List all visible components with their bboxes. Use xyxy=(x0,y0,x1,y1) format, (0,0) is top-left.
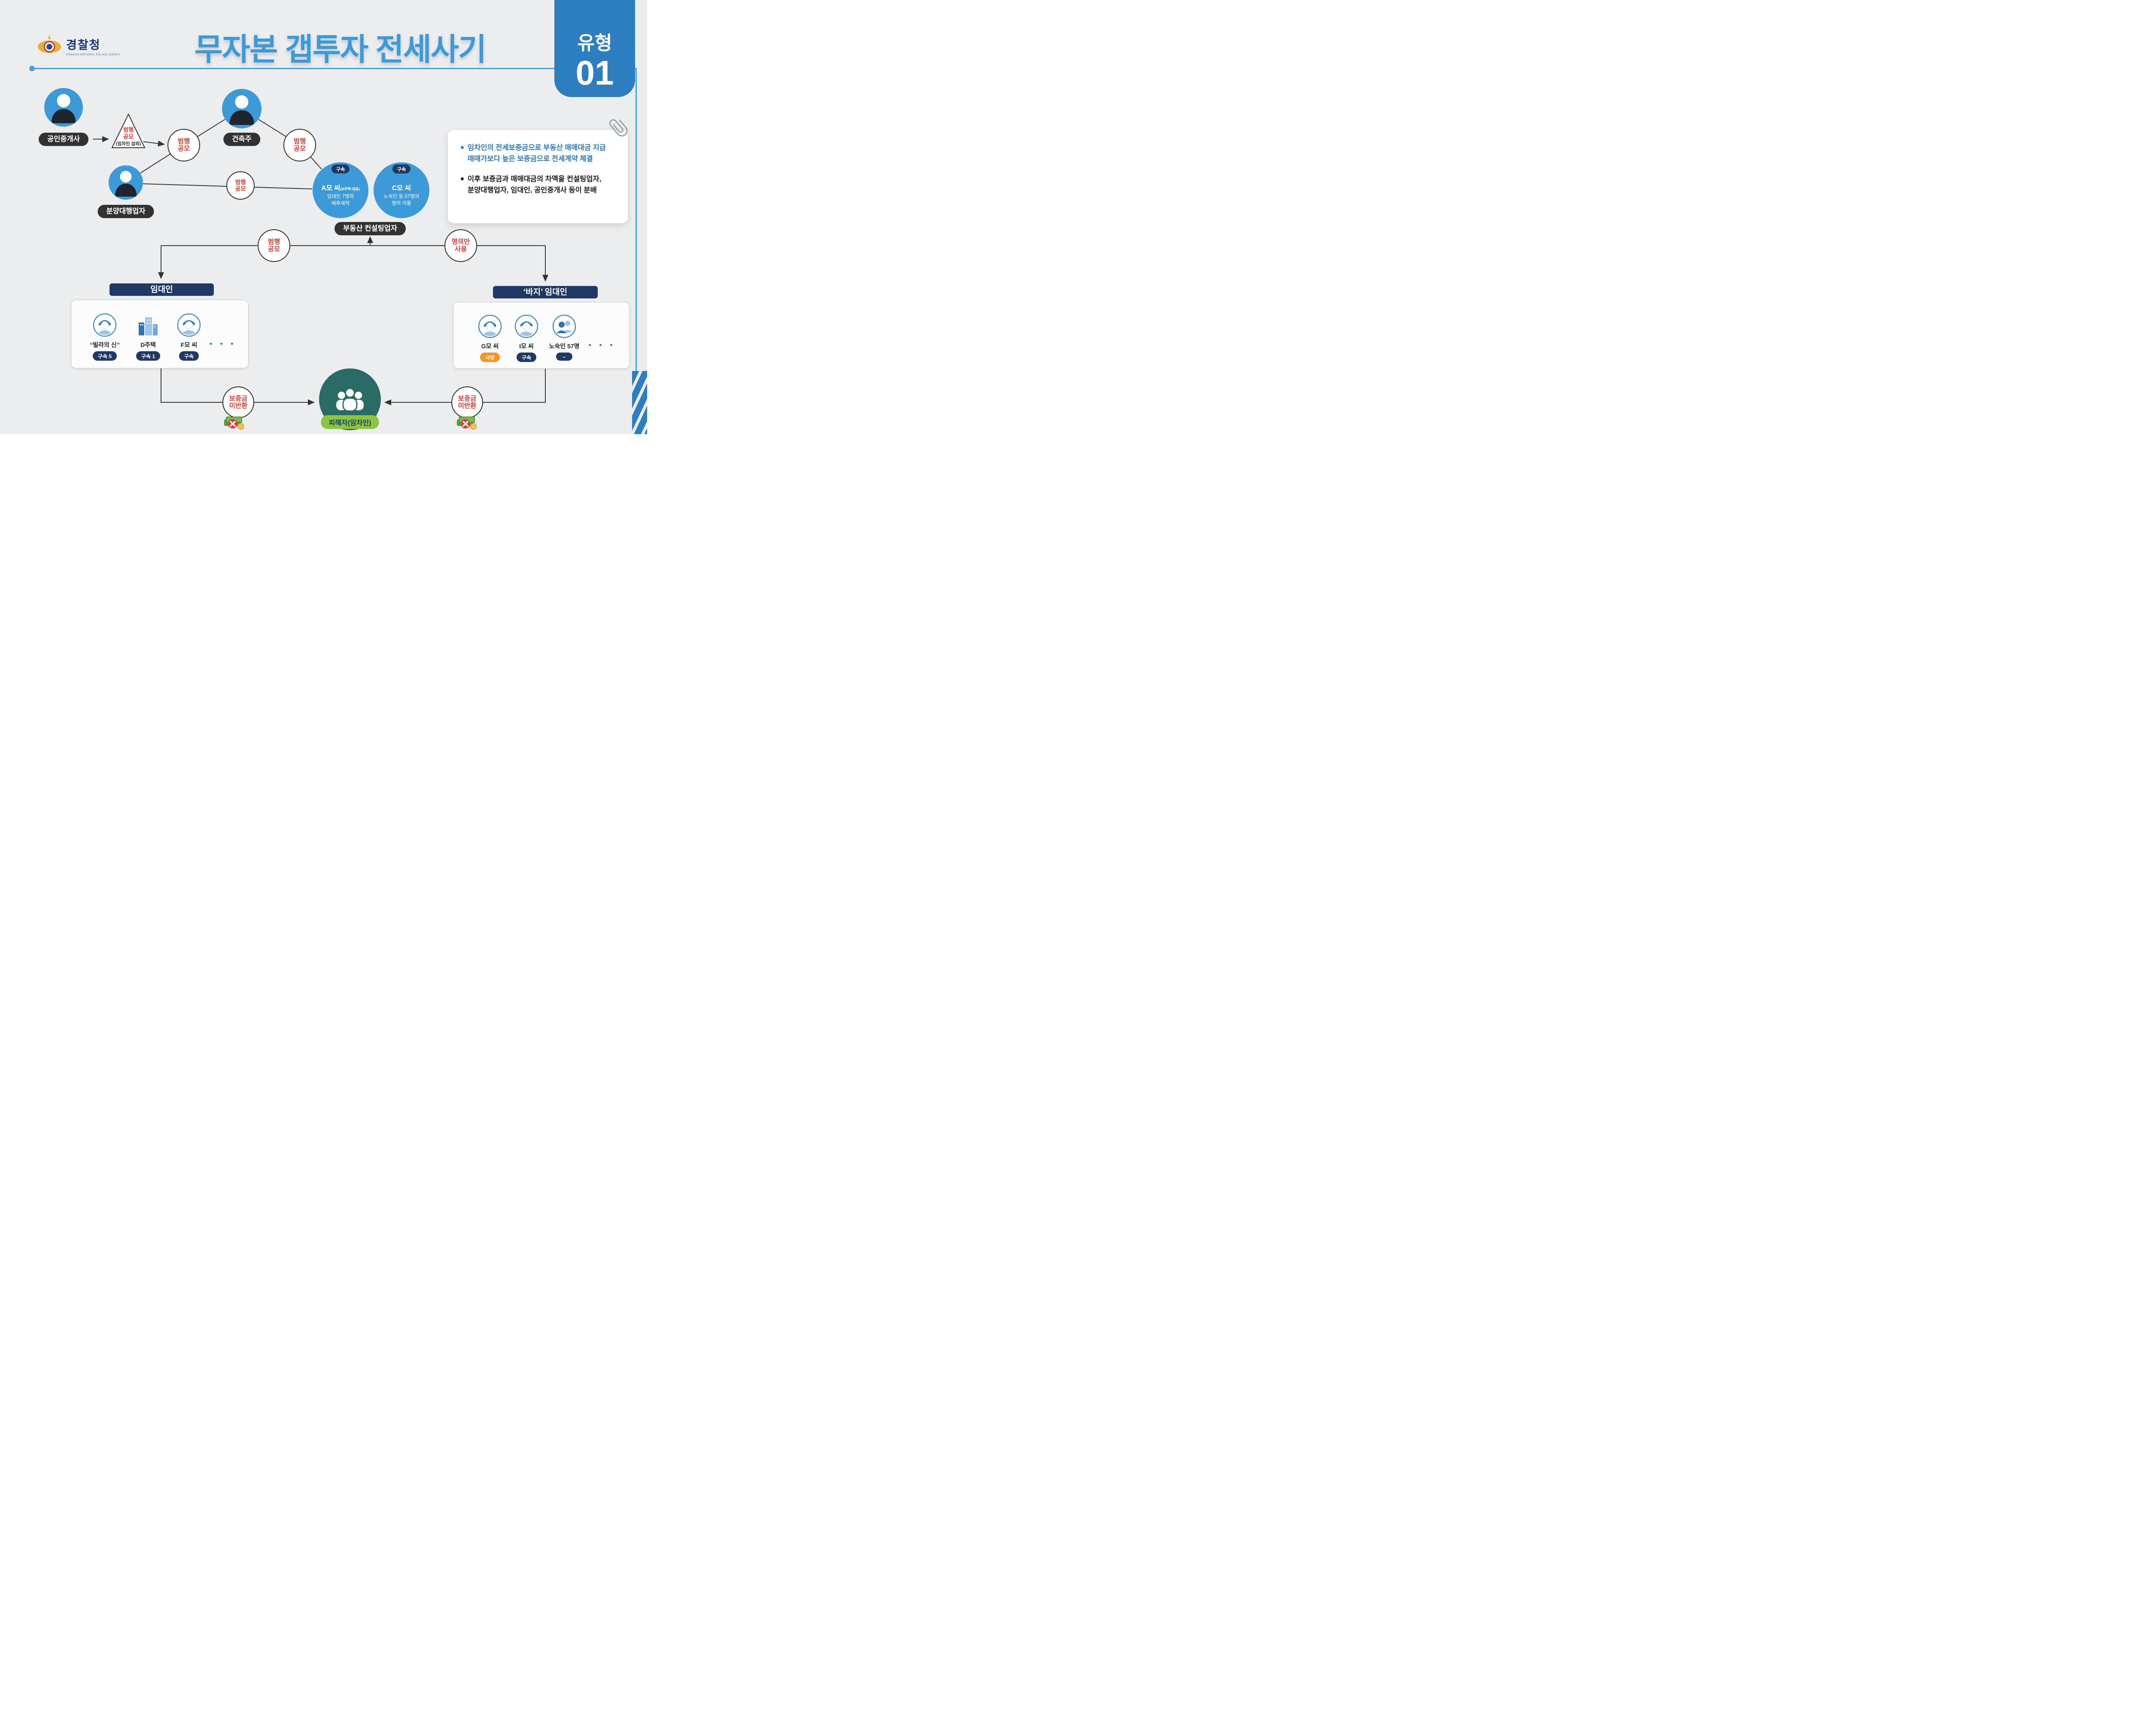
note-card: 임차인의 전세보증금으로 부동산 매매대금 지급 매매가보다 높은 보증금으로 … xyxy=(448,130,628,223)
note-line: 이후 보증금과 매매대금의 차액을 컨설팅업자, xyxy=(468,175,602,183)
person-a-name: A모 씨(B주택 대표) xyxy=(321,185,360,192)
money-crossed-icon xyxy=(224,417,244,430)
member-status-badge: 구속 xyxy=(516,353,537,362)
conspiracy-triangle: 범행 공모 (임차인 섭외) xyxy=(111,113,146,149)
broker-avatar-icon xyxy=(44,88,83,127)
person-c-name: C모 씨 xyxy=(392,185,411,192)
puppet-member-2: I모 씨 구속 xyxy=(505,314,548,362)
puppet-landlord-header: ‘바지’ 임대인 xyxy=(493,286,598,298)
ellipsis-dots: • • • xyxy=(210,340,237,348)
member-status-badge: 사망 xyxy=(480,353,500,362)
person-icon xyxy=(335,173,346,182)
sales-agent-avatar-icon xyxy=(109,165,143,200)
puppet-member-1: G모 씨 사망 xyxy=(468,314,511,362)
member-name: D주택 xyxy=(140,341,156,348)
bullet-dot xyxy=(461,146,464,149)
triangle-text: 공모 xyxy=(123,134,134,140)
people-group-icon xyxy=(552,314,576,338)
landlord-box: “빌라의 신” 구속 5 D주택 구속 1 F모 씨 xyxy=(71,300,249,368)
note-bullet-1: 임차인의 전세보증금으로 부동산 매매대금 지급 매매가보다 높은 보증금으로 … xyxy=(461,142,617,165)
member-status-badge: 구속 5 xyxy=(92,351,117,361)
vertical-rule xyxy=(636,68,637,434)
person-c-desc: 노숙인 등 57명의 명의 이용 xyxy=(383,194,420,206)
agency-name: 경찰청 xyxy=(66,39,101,52)
ellipsis-dots: • • • xyxy=(589,341,616,349)
connector-lines xyxy=(93,119,548,405)
note-bullet-2: 이후 보증금과 매매대금의 차액을 컨설팅업자, 분양대행업자, 임대인, 공인… xyxy=(461,173,617,196)
bullet-dot xyxy=(461,177,464,180)
member-status-badge: 구속 1 xyxy=(136,351,161,361)
type-badge: 유형 01 xyxy=(554,0,635,97)
landlord-header: 임대인 xyxy=(109,283,214,296)
arrest-badge: 구속 xyxy=(392,164,411,173)
agency-name-block: 경찰청 KOREAN NATIONAL POLICE AGENCY xyxy=(66,36,121,56)
member-name: F모 씨 xyxy=(180,341,198,348)
person-portrait-icon xyxy=(478,314,502,338)
police-emblem-icon xyxy=(37,35,61,53)
builder-label: 건축주 xyxy=(223,133,260,146)
victims-icon xyxy=(336,388,364,412)
person-portrait-icon xyxy=(514,314,538,338)
rule-dot xyxy=(29,66,35,71)
member-status-badge: 구속 xyxy=(179,351,199,361)
person-a-circle: 구속 A모 씨(B주택 대표) 임대인 7명의 배후세력 xyxy=(313,162,368,218)
builder-avatar-icon xyxy=(222,89,262,128)
triangle-shape xyxy=(111,113,146,148)
puppet-member-3: 노숙인 57명 – xyxy=(543,314,586,361)
person-c-circle: 구속 C모 씨 노숙인 등 57명의 명의 이용 xyxy=(374,162,429,218)
infographic-canvas: 경찰청 KOREAN NATIONAL POLICE AGENCY 무자본 갭투… xyxy=(0,0,647,434)
member-name: I모 씨 xyxy=(519,343,534,350)
note-line: 분양대행업자, 임대인, 공인중개사 등이 분배 xyxy=(468,186,597,195)
agency-name-en: KOREAN NATIONAL POLICE AGENCY xyxy=(66,53,121,56)
landlord-member-3: F모 씨 구속 xyxy=(167,313,210,361)
note-line: 임차인의 전세보증금으로 부동산 매매대금 지급 xyxy=(468,144,606,152)
money-crossed-icon xyxy=(457,417,477,430)
page-title: 무자본 갭투자 전세사기 xyxy=(194,33,487,67)
puppet-landlord-box: G모 씨 사망 I모 씨 구속 노숙인 57명 – • • • xyxy=(453,302,630,369)
building-icon xyxy=(139,317,158,335)
broker-label: 공인중개사 xyxy=(39,133,88,146)
consultant-label: 부동산 컨설팅업자 xyxy=(334,222,406,235)
person-a-desc: 임대인 7명의 배후세력 xyxy=(327,194,354,206)
police-logo: 경찰청 KOREAN NATIONAL POLICE AGENCY xyxy=(37,33,121,58)
person-icon xyxy=(396,173,407,182)
note-line: 매매가보다 높은 보증금으로 전세계약 체결 xyxy=(468,155,593,163)
member-status-badge: – xyxy=(556,353,572,361)
paperclip-icon xyxy=(609,119,628,137)
triangle-subtext: (임차인 섭외) xyxy=(116,141,141,146)
type-number: 01 xyxy=(575,54,614,92)
person-portrait-icon xyxy=(177,313,201,337)
member-name: “빌라의 신” xyxy=(90,341,120,348)
landlord-member-1: “빌라의 신” 구속 5 xyxy=(83,313,126,361)
member-name: G모 씨 xyxy=(481,343,499,350)
landlord-member-2: D주택 구속 1 xyxy=(127,313,170,361)
member-name: 노숙인 57명 xyxy=(549,343,580,350)
horizontal-rule xyxy=(33,68,636,69)
arrest-badge: 구속 xyxy=(331,164,350,173)
victim-label: 피해자(임차인) xyxy=(321,415,379,429)
corner-stripes xyxy=(632,371,647,434)
triangle-text: 범행 xyxy=(123,127,134,133)
person-portrait-icon xyxy=(93,313,117,337)
sales-agent-label: 분양대행업자 xyxy=(97,205,154,218)
type-label: 유형 xyxy=(577,33,612,54)
